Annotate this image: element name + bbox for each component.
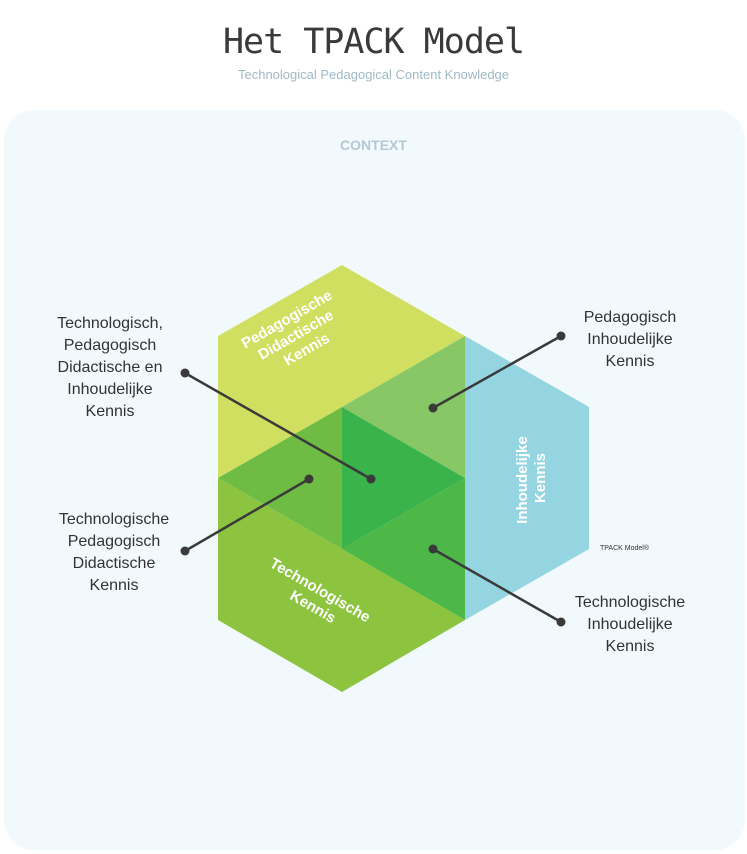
content-region	[465, 336, 589, 620]
tpk-connector	[184, 477, 310, 553]
tpack-dot-inner	[366, 474, 376, 484]
pck-dot-outer	[556, 331, 566, 341]
pck-callout: Pedagogisch Inhoudelijke Kennis	[583, 309, 677, 370]
tck-region	[342, 478, 465, 620]
tck-connector	[432, 547, 562, 624]
page-title: Het TPACK Model	[222, 22, 525, 62]
technology-region	[218, 478, 465, 692]
model-note: TPACK Model®	[600, 545, 649, 552]
content-label-line: Kennis	[532, 453, 549, 503]
page-subtitle: Technological Pedagogical Content Knowle…	[237, 67, 510, 82]
tpk-dot-inner	[304, 474, 314, 484]
tpk-callout: Technologische Pedagogisch Didactische K…	[58, 511, 170, 594]
tpack-callout: Technologisch, Pedagogisch Didactische e…	[57, 315, 163, 420]
tpack-region	[342, 407, 465, 549]
tck-dot-inner	[428, 544, 438, 554]
content-label-line: Inhoudelijke	[514, 436, 531, 524]
context-label: CONTEXT	[340, 137, 407, 153]
tck-callout: Technologische Inhoudelijke Kennis	[574, 594, 686, 655]
pck-dot-inner	[428, 403, 438, 413]
pck-region	[342, 336, 465, 478]
tpk-region	[218, 407, 342, 549]
pedagogy-region	[218, 265, 465, 478]
pck-connector	[432, 334, 562, 410]
tpack-dot-outer	[180, 368, 190, 378]
tpack-connector	[184, 371, 372, 481]
tpk-dot-outer	[180, 546, 190, 556]
content-label: Inhoudelijke Kennis	[514, 432, 549, 524]
tck-dot-outer	[556, 617, 566, 627]
